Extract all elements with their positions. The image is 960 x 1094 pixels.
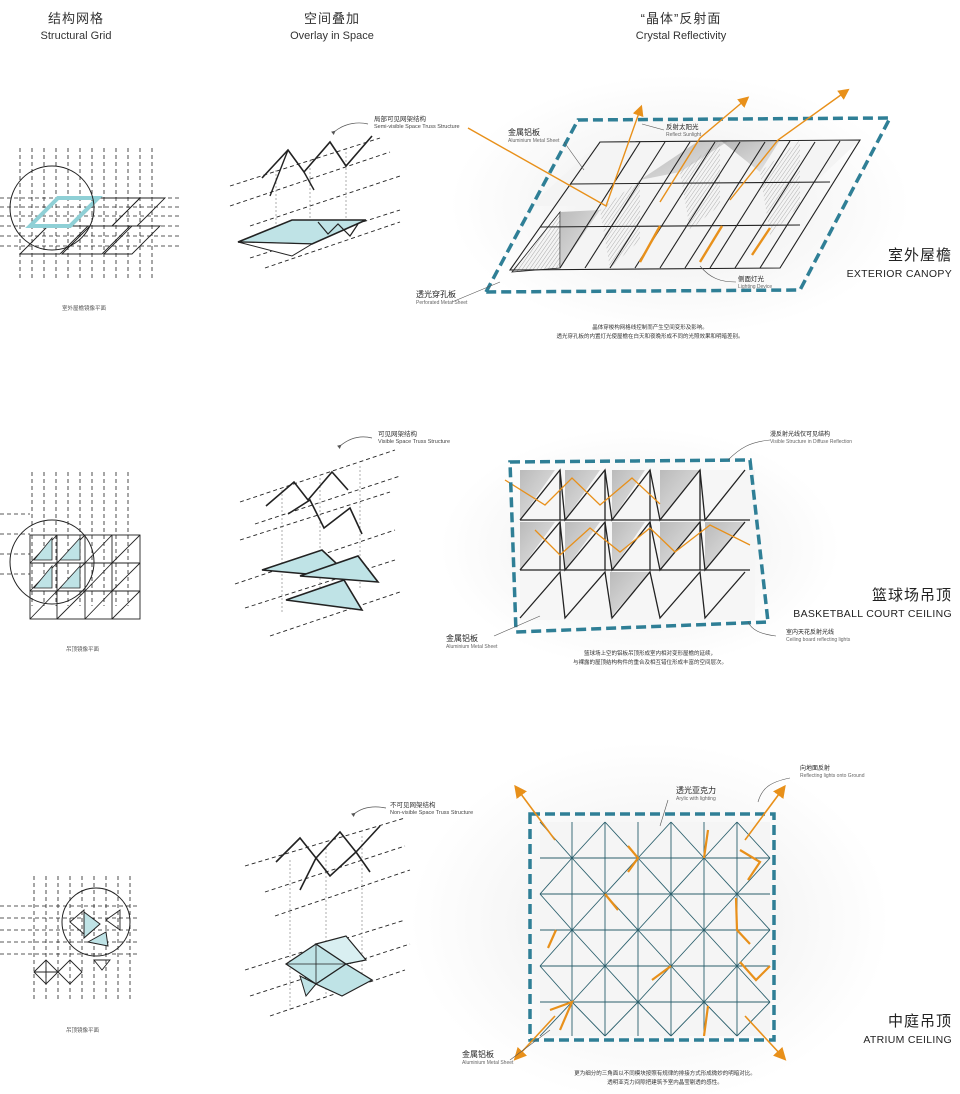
section-3-label-zh: 中庭吊顶 (887, 1013, 952, 1030)
callout-zh: 侧面灯光 (738, 276, 764, 283)
callout-en: Arylic with lighting (676, 795, 716, 802)
callout-zh: 透光亚克力 (676, 786, 716, 795)
section-1-callout-aluminium: 金属铝板 Aluminium Metal Sheet (508, 128, 559, 144)
section-2-overlay-note-zh: 可见网架结构 (378, 431, 417, 438)
caption-line: 透明亚克力间隙把建筑予室内晶莹剔透的感性。 (607, 1079, 723, 1086)
callout-en: Aluminium Metal Sheet (508, 137, 560, 144)
callout-zh: 反射太阳光 (666, 124, 699, 131)
caption-line: 晶体穿梭构网格线控制而产生空间变形及影响。 (592, 325, 708, 331)
callout-en: Reflect Sunlight (666, 131, 702, 138)
section-1-grid (0, 148, 180, 280)
section-2-label-en: BASKETBALL COURT CEILING (793, 608, 952, 620)
section-1-overlay (229, 122, 401, 269)
section-1-grid-caption: 室外屋檐镜像平面 (62, 306, 107, 312)
callout-zh: 向地面反射 (800, 766, 831, 772)
section-2-caption: 篮球场上空的铝板吊顶形成室内相对变形屋檐的延续， 与裸露的屋顶结构构件的重合及相… (520, 650, 780, 667)
column-title-grid: 结构网格 Structural Grid (0, 8, 186, 42)
section-3-overlay (244, 806, 411, 1017)
column-title-overlay-en: Overlay in Space (290, 30, 374, 42)
callout-zh: 金属铝板 (446, 634, 478, 643)
callout-en: Ceiling board reflecting lights (786, 637, 851, 644)
callout-en: Aluminium Metal Sheet (446, 643, 498, 650)
section-3-label: 中庭吊顶 ATRIUM CEILING (863, 1010, 952, 1046)
section-3-callout-acrylic: 透光亚克力 Arylic with lighting (676, 786, 716, 802)
section-2-callout-aluminium: 金属铝板 Aluminium Metal Sheet (446, 634, 497, 650)
caption-line: 篮球场上空的铝板吊顶形成室内相对变形屋檐的延续， (583, 651, 716, 657)
section-2-label: 篮球场吊顶 BASKETBALL COURT CEILING (793, 584, 952, 620)
section-2-grid (0, 472, 141, 620)
section-2-overlay-note-en: Visible Space Truss Structure (378, 439, 451, 446)
section-3-label-en: ATRIUM CEILING (863, 1034, 952, 1046)
callout-zh: 室内天花反射光线 (786, 630, 835, 636)
section-1-overlay-note-en: Semi-visible Space Truss Structure (374, 124, 460, 131)
section-2-overlay-note: 可见网架结构 Visible Space Truss Structure (378, 431, 450, 446)
section-3-caption: 更为细分的三角面以不同模块按照有规律的排接方式形成微妙的明暗对比。 透明亚克力间… (540, 1070, 790, 1087)
callout-zh: 金属铝板 (462, 1050, 494, 1059)
section-2-overlay (234, 436, 401, 637)
callout-en: Reflecting lights onto Ground (800, 773, 865, 780)
section-2-callout-ceiling: 室内天花反射光线 Ceiling board reflecting lights (786, 630, 850, 643)
section-3-callout-ground: 向地面反射 Reflecting lights onto Ground (800, 766, 864, 779)
column-title-crystal: “晶体”反射面 Crystal Reflectivity (571, 8, 791, 42)
section-2-grid-caption: 吊顶镜像平面 (66, 647, 100, 653)
section-1-label-zh: 室外屋檐 (887, 247, 952, 264)
callout-zh: 透光穿孔板 (416, 290, 456, 299)
section-3-overlay-note: 不可见网架结构 Non-visible Space Truss Structur… (390, 802, 473, 817)
section-3-grid-caption: 吊顶镜像平面 (66, 1028, 100, 1034)
callout-en: Perforated Metal Sheet (416, 299, 468, 306)
section-2-crystal (440, 428, 840, 668)
caption-line: 更为细分的三角面以不同模块按照有规律的排接方式形成微妙的明暗对比。 (574, 1071, 756, 1077)
section-3-grid (0, 876, 140, 1000)
callout-en: Visible Structure in Diffuse Reflection (770, 439, 853, 446)
column-title-crystal-zh: “晶体”反射面 (640, 11, 722, 26)
section-1-label: 室外屋檐 EXTERIOR CANOPY (847, 244, 952, 280)
callout-en: Aluminium Metal Sheet (462, 1059, 514, 1066)
caption-line: 透光穿孔板的内置灯光使屋檐在白天和夜晚形成不同的光照效果和明暗差别。 (556, 333, 744, 340)
callout-en: Lighting Device (738, 283, 773, 290)
section-1-overlay-note-zh: 局部可见网架结构 (374, 116, 426, 123)
section-3-crystal (410, 742, 890, 1094)
section-1-callout-sunlight: 反射太阳光 Reflect Sunlight (666, 124, 701, 138)
callout-zh: 漫反射光线仅可见结构 (770, 432, 831, 438)
section-1-caption: 晶体穿梭构网格线控制而产生空间变形及影响。 透光穿孔板的内置灯光使屋檐在白天和夜… (520, 324, 780, 341)
section-3-overlay-note-zh: 不可见网架结构 (390, 802, 436, 809)
section-1-label-en: EXTERIOR CANOPY (846, 268, 952, 280)
column-title-grid-en: Structural Grid (40, 30, 112, 42)
section-3-callout-aluminium: 金属铝板 Aluminium Metal Sheet (462, 1050, 513, 1066)
section-1-crystal (450, 75, 910, 335)
caption-line: 与裸露的屋顶结构构件的重合及相互错位形成丰富的空间层次。 (572, 659, 727, 666)
section-2-callout-diffuse: 漫反射光线仅可见结构 Visible Structure in Diffuse … (770, 432, 852, 445)
section-1-callout-perforated: 透光穿孔板 Perforated Metal Sheet (416, 290, 467, 306)
section-1-callout-lighting: 侧面灯光 Lighting Device (738, 276, 772, 290)
column-title-overlay-zh: 空间叠加 (303, 11, 360, 26)
column-title-grid-zh: 结构网格 (47, 11, 104, 26)
section-2-label-zh: 篮球场吊顶 (871, 587, 952, 604)
callout-zh: 金属铝板 (508, 128, 540, 137)
section-1-overlay-note: 局部可见网架结构 Semi-visible Space Truss Struct… (374, 116, 460, 131)
column-title-overlay: 空间叠加 Overlay in Space (222, 8, 442, 42)
section-3-overlay-note-en: Non-visible Space Truss Structure (390, 810, 474, 817)
column-title-crystal-en: Crystal Reflectivity (635, 30, 727, 42)
